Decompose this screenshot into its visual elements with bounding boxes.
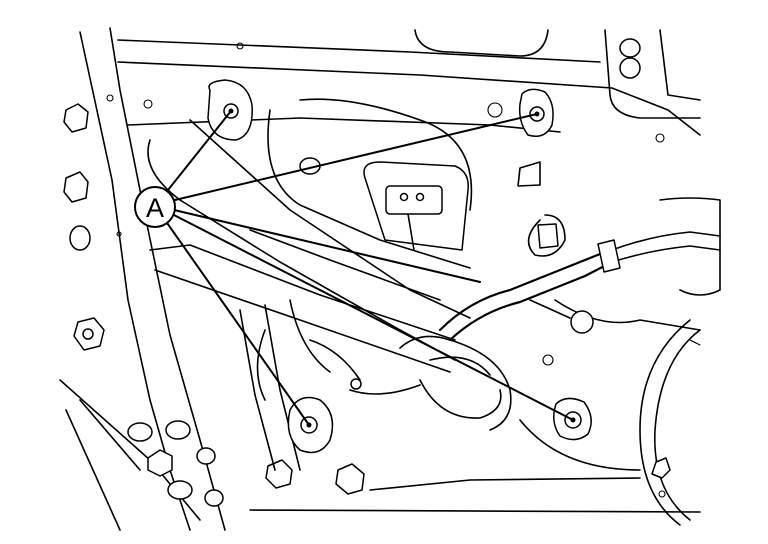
leader-to-rail bbox=[173, 209, 481, 283]
leader-to-upper-left-bolt bbox=[167, 110, 232, 191]
regulator-rail bbox=[147, 98, 473, 471]
door-panel-outline bbox=[59, 27, 701, 531]
wire-harness bbox=[438, 161, 721, 366]
leader-to-lower-right-bolt bbox=[171, 213, 574, 421]
callout-a: A bbox=[134, 186, 176, 228]
callout-label: A bbox=[146, 193, 164, 223]
left-panel-features bbox=[63, 42, 244, 351]
callout-leader-lines bbox=[164, 110, 574, 426]
bolt-upper-right bbox=[518, 88, 554, 137]
leader-to-upper-right-bolt bbox=[174, 113, 538, 201]
leader-to-lower-left-bolt bbox=[164, 219, 310, 426]
regulator-motor bbox=[349, 335, 512, 431]
lower-left-holes bbox=[127, 420, 365, 507]
speaker-outline bbox=[639, 319, 701, 526]
upper-right-holes bbox=[299, 38, 665, 175]
callout-circle bbox=[134, 186, 176, 228]
